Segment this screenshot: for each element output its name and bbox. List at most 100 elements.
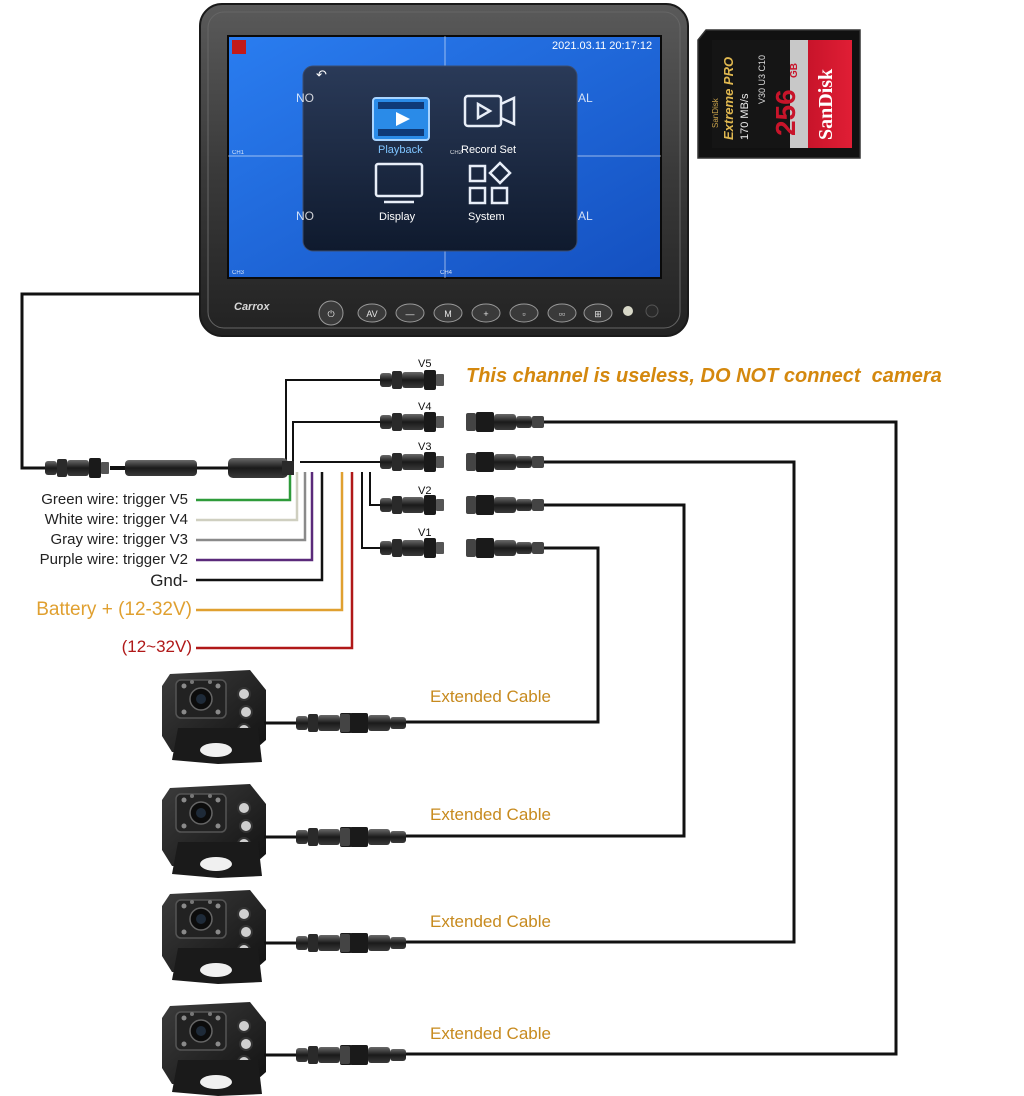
monitor-brand-logo: Carrox	[234, 301, 270, 313]
wire-5	[196, 472, 344, 612]
camera	[161, 1001, 267, 1096]
osd-quad-label: NO	[296, 209, 314, 223]
minus-button[interactable]: —	[395, 303, 425, 323]
channel-label-v2: V2	[418, 485, 432, 497]
button-label: —	[406, 309, 415, 319]
menu-item-display[interactable]: Display	[379, 211, 416, 223]
osd-quad-label: AL	[578, 91, 593, 105]
cameras	[161, 669, 406, 1096]
button-label: AV	[366, 309, 377, 319]
wire-label-green: Green wire: trigger V5	[41, 491, 188, 508]
osd-menu-panel	[302, 65, 578, 252]
osd-back-icon[interactable]: ↶	[316, 67, 327, 82]
sd-maker-small: SanDisk	[711, 98, 720, 128]
camera-input-connector	[466, 538, 532, 558]
wire-label-gnd: Gnd-	[150, 571, 188, 590]
record-set-icon	[463, 94, 516, 128]
trigger-wires	[196, 472, 354, 650]
monitor-cable	[20, 292, 200, 470]
warning-note: This channel is useless, DO NOT connect …	[466, 365, 942, 387]
extension-connector	[340, 713, 406, 733]
button-label: ▫▫	[559, 309, 565, 319]
osd-channel-tag: CH2	[450, 150, 463, 156]
wire-label-purple: Purple wire: trigger V2	[39, 551, 188, 568]
channel-label-v4: V4	[418, 401, 432, 413]
osd-channel-tag: CH4	[440, 270, 453, 276]
sd-speed: 170 MB/s	[739, 93, 751, 140]
cable-v1	[404, 546, 600, 724]
channel-connectors	[380, 370, 544, 558]
cable-label: Extended Cable	[430, 805, 551, 824]
extension-connector	[340, 827, 406, 847]
harness-v2	[369, 472, 380, 506]
harness-v1	[361, 472, 380, 549]
button-label: ⏻	[327, 309, 334, 319]
camera	[161, 669, 267, 765]
menu-item-system[interactable]: System	[468, 211, 505, 223]
button-label: ▫	[522, 309, 525, 319]
cable-label: Extended Cable	[430, 687, 551, 706]
button-label: M	[444, 309, 452, 319]
cable-label: Extended Cable	[430, 912, 551, 931]
wire-2	[196, 472, 307, 542]
record-indicator-icon	[232, 40, 246, 54]
sd-capacity: 256	[770, 89, 801, 136]
camera-input-connector	[466, 412, 532, 432]
channel-label-v5: V5	[418, 358, 432, 370]
plus-button[interactable]: +	[471, 303, 501, 323]
wiring	[20, 292, 898, 1056]
sd-capacity-unit: GB	[789, 63, 800, 78]
wire-label-red: (12~32V)	[121, 637, 192, 656]
system-icon	[468, 161, 512, 205]
camera	[161, 783, 267, 879]
sd-marks: V30 U3 C10	[757, 54, 767, 104]
osd-channel-tag: CH1	[232, 150, 245, 156]
cable-v4	[404, 420, 898, 1056]
channel-connector-v4	[380, 412, 444, 432]
harness-v4	[292, 421, 380, 465]
wire-label-gray: Gray wire: trigger V3	[50, 531, 188, 548]
harness-connector	[45, 458, 294, 478]
cable-v2	[404, 503, 686, 838]
channel-label-v1: V1	[418, 527, 432, 539]
av-button[interactable]: AV	[357, 303, 387, 323]
osd-datetime: 2021.03.11 20:17:12	[552, 40, 653, 52]
extension-connector	[340, 933, 406, 953]
channel-label-v3: V3	[418, 441, 432, 453]
led-icon	[623, 306, 633, 316]
quad-view-button[interactable]: ⊞	[583, 303, 613, 323]
wire-1	[196, 472, 299, 522]
wire-3	[196, 472, 314, 562]
button-label: ⊞	[594, 309, 602, 319]
channel-connector-v5	[380, 370, 444, 390]
wire-label-battery: Battery + (12-32V)	[36, 599, 192, 620]
menu-item-playback[interactable]: Playback	[378, 144, 423, 156]
channel-connector-v3	[380, 452, 444, 472]
single-view-button[interactable]: ▫	[509, 303, 539, 323]
osd-quad-label: NO	[296, 91, 314, 105]
menu-button[interactable]: M	[433, 303, 463, 323]
camera-input-connector	[466, 452, 532, 472]
wire-0	[196, 472, 292, 502]
sd-card	[697, 29, 861, 159]
cable-label: Extended Cable	[430, 1024, 551, 1043]
harness-v5	[285, 379, 380, 465]
osd-quad-label: AL	[578, 209, 593, 223]
wire-label-white: White wire: trigger V4	[44, 511, 188, 528]
power-button[interactable]: ⏻	[318, 300, 344, 326]
sd-brand: SanDisk	[815, 68, 837, 140]
display-icon	[374, 162, 424, 204]
camera-input-connector	[466, 495, 532, 515]
cable-v3	[404, 460, 796, 944]
sensor-icon	[645, 304, 659, 318]
sd-product: Extreme PRO	[721, 56, 736, 140]
channel-connector-v1	[380, 538, 444, 558]
camera	[161, 889, 267, 985]
button-label: +	[483, 309, 488, 319]
menu-item-record-set[interactable]: Record Set	[461, 144, 517, 156]
split-view-button[interactable]: ▫▫	[547, 303, 577, 323]
channel-connector-v2	[380, 495, 444, 515]
osd-channel-tag: CH3	[232, 270, 245, 276]
